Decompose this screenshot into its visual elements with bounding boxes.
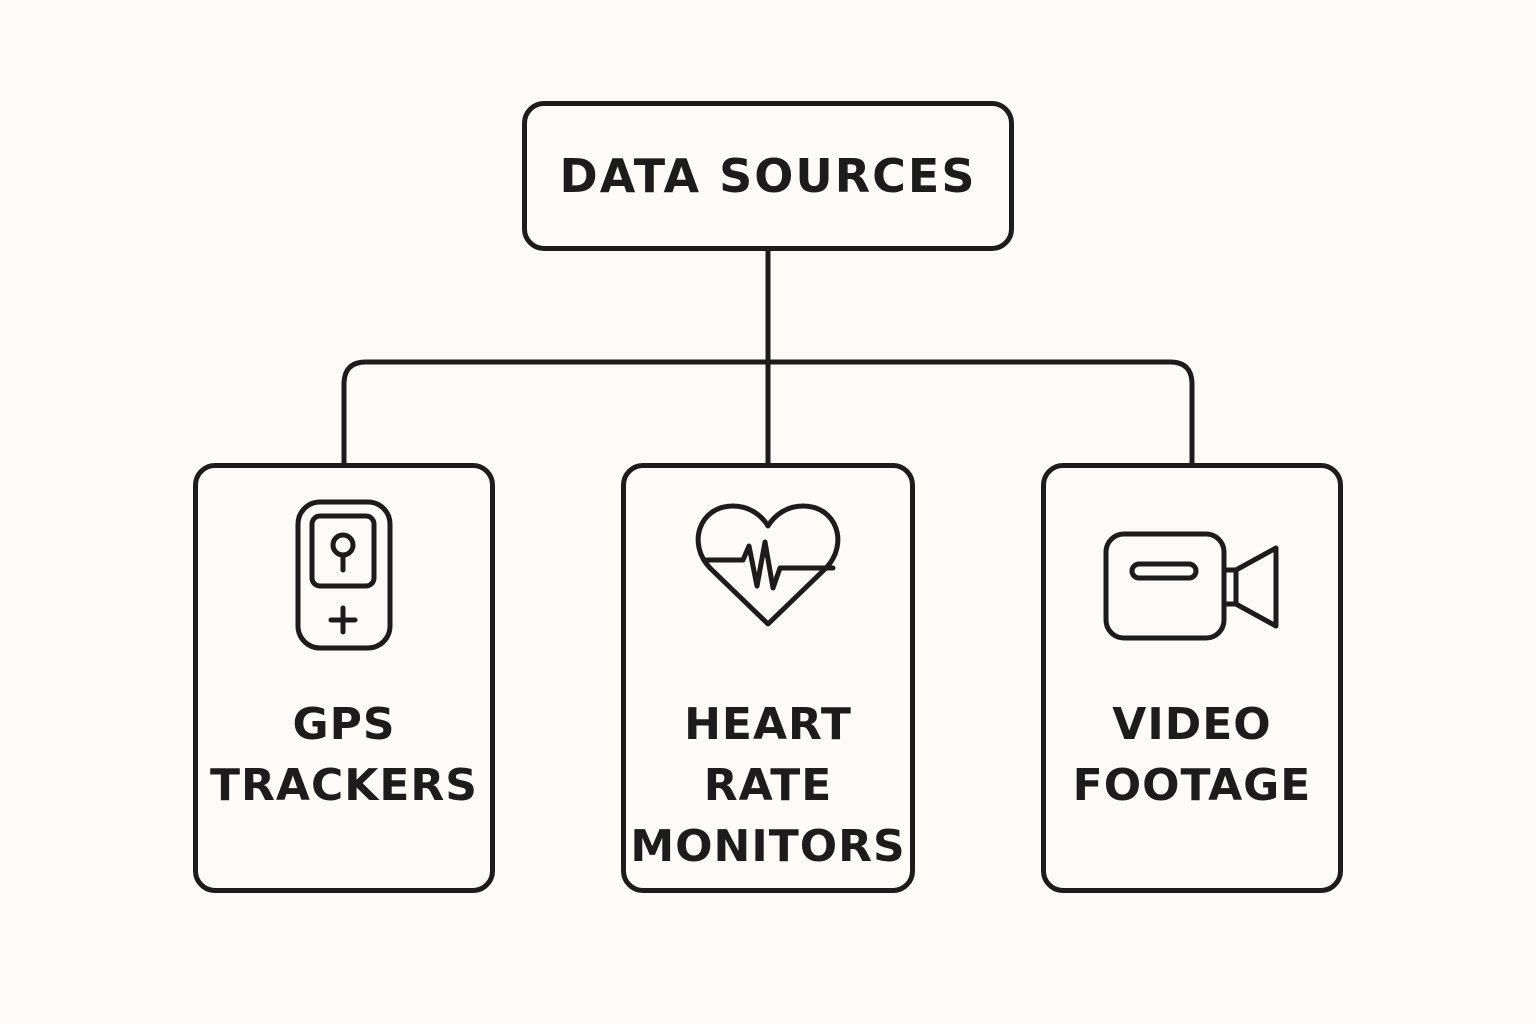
gps-tracker-icon bbox=[198, 498, 490, 654]
child-node-label: VIDEO FOOTAGE bbox=[1072, 699, 1312, 811]
root-node-label: DATA SOURCES bbox=[559, 149, 977, 203]
child-node-label: GPS TRACKERS bbox=[210, 699, 478, 811]
connector-horizontal-bar bbox=[341, 359, 1195, 468]
child-node-heart-rate-monitors: HEART RATE MONITORS bbox=[621, 463, 915, 893]
root-node-data-sources: DATA SOURCES bbox=[522, 101, 1014, 251]
child-node-gps-trackers: GPS TRACKERS bbox=[193, 463, 495, 893]
video-camera-icon bbox=[1046, 530, 1338, 642]
child-node-video-footage: VIDEO FOOTAGE bbox=[1041, 463, 1343, 893]
heart-rate-icon bbox=[626, 498, 910, 628]
child-node-label: HEART RATE MONITORS bbox=[630, 699, 906, 872]
